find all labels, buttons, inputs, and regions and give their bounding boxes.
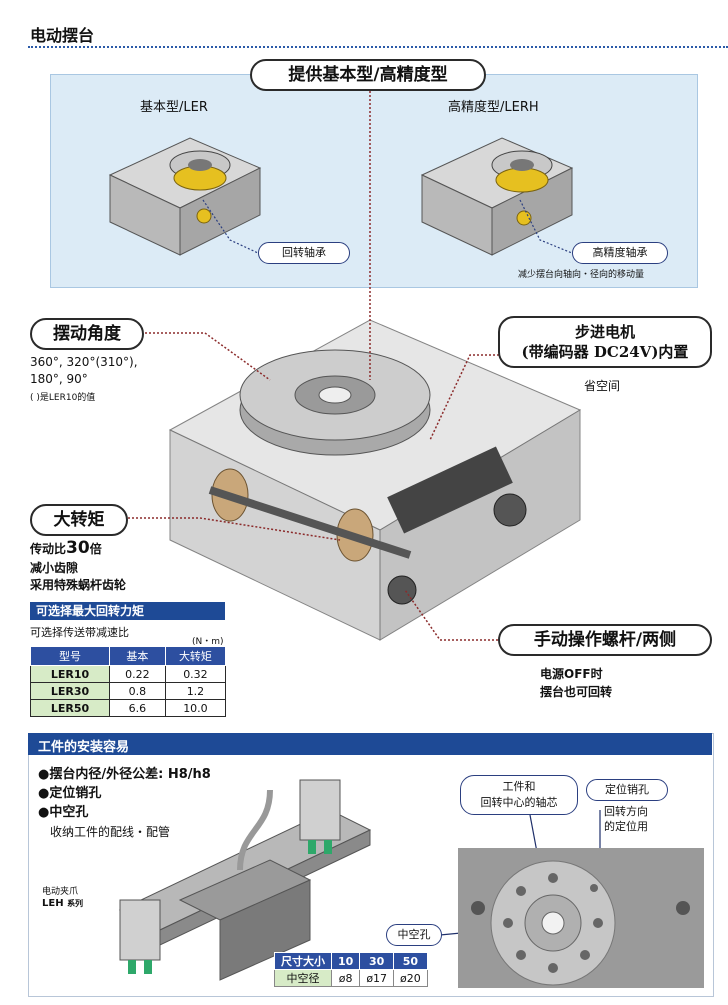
model-cell: LER10 [30, 665, 110, 683]
gripper-series-name: LEH [42, 898, 64, 909]
stepper-motor-pill: 步进电机 (带编码器 DC24V)内置 [498, 316, 712, 368]
motor-title-line1: 步进电机 [574, 323, 635, 341]
gripper-series: LEH 系列 [42, 898, 83, 909]
torque-ratio-value: 30 [66, 538, 90, 558]
torque-line3: 采用特殊蜗杆齿轮 [30, 578, 127, 592]
table-photo [458, 848, 704, 988]
hollow-hole-callout: 中空孔 [386, 924, 442, 946]
precision-type-label: 高精度型/LERH [448, 100, 539, 115]
torque-pill: 大转矩 [30, 504, 128, 536]
torque-table: 型号 基本 大转矩 LER10 0.22 0.32 LER30 0.8 1.2 … [30, 646, 227, 717]
gripper-assembly-image [118, 779, 372, 981]
size-10-header: 10 [330, 952, 361, 970]
table-row: LER50 6.6 10.0 [30, 699, 227, 717]
basic-type-image [108, 137, 262, 256]
precision-bearing-note: 减少摆台向轴向・径向的移动量 [518, 270, 645, 280]
table-row: LER10 0.22 0.32 [30, 665, 227, 683]
torque-table-bar: 可选择最大回转力矩 [30, 602, 225, 620]
install-bullet-2: ●定位销孔 [38, 786, 102, 801]
table-row: LER30 0.8 1.2 [30, 682, 227, 700]
variant-title-pill: 提供基本型/高精度型 [250, 59, 486, 91]
torque-col-high: 大转矩 [164, 646, 227, 666]
high-cell: 1.2 [164, 682, 227, 700]
torque-ratio: 传动比30倍 [30, 540, 102, 557]
precision-bearing-callout: 高精度轴承 [572, 242, 668, 264]
install-bullet-3: ●中空孔 [38, 805, 89, 820]
install-section-bar [28, 733, 712, 755]
size-header: 尺寸大小 [274, 952, 332, 970]
basic-cell: 0.22 [108, 665, 166, 683]
motor-desc: 省空间 [584, 379, 621, 393]
swing-angle-note: ( )是LER10的值 [30, 393, 96, 403]
pin-hole-callout: 定位销孔 [586, 779, 668, 801]
torque-col-model: 型号 [30, 646, 110, 666]
hollow-dia-30: ø17 [359, 969, 395, 987]
hollow-dia-10: ø8 [330, 969, 361, 987]
model-cell: LER30 [30, 682, 110, 700]
torque-table-subtitle: 可选择传送带减速比 [30, 626, 129, 639]
hollow-dia-label: 中空径 [274, 969, 332, 987]
manual-screw-pill: 手动操作螺杆/两侧 [498, 624, 712, 656]
install-bullet-3-sub: 收纳工件的配线・配管 [50, 825, 171, 839]
motor-title-line2: (带编码器 DC24V)内置 [521, 343, 689, 361]
install-bullet-1: ●摆台内径/外径公差: H8/h8 [38, 767, 211, 782]
torque-col-basic: 基本 [108, 646, 166, 666]
rotary-bearing-callout: 回转轴承 [258, 242, 350, 264]
torque-table-unit: (N・m) [192, 637, 224, 647]
hollow-size-table: 尺寸大小 10 30 50 中空径 ø8 ø17 ø20 [274, 952, 428, 987]
table-row: 中空径 ø8 ø17 ø20 [274, 969, 428, 987]
basic-cell: 6.6 [108, 699, 166, 717]
install-section-title: 工件的安装容易 [38, 740, 130, 755]
pin-hole-desc-2: 的定位用 [604, 820, 648, 833]
hollow-dia-50: ø20 [393, 969, 428, 987]
precision-type-image [420, 137, 574, 256]
torque-ratio-suffix: 倍 [89, 542, 102, 556]
pin-hole-desc-1: 回转方向 [604, 805, 648, 818]
size-50-header: 50 [393, 952, 428, 970]
swing-angle-values-1: 360°, 320°(310°), [30, 355, 138, 369]
torque-ratio-prefix: 传动比 [30, 542, 67, 556]
model-cell: LER50 [30, 699, 110, 717]
swing-angle-pill: 摆动角度 [30, 318, 144, 350]
torque-line2: 减小齿隙 [30, 561, 79, 575]
high-cell: 10.0 [164, 699, 227, 717]
basic-cell: 0.8 [108, 682, 166, 700]
swing-angle-values-2: 180°, 90° [30, 372, 88, 386]
rotary-table-image [168, 319, 582, 641]
basic-type-label: 基本型/LER [140, 100, 208, 115]
axis-callout: 工件和 回转中心的轴芯 [460, 775, 578, 815]
manual-line2: 摆台也可回转 [540, 685, 613, 699]
axis-callout-line1: 工件和 [502, 780, 536, 793]
high-cell: 0.32 [164, 665, 227, 683]
manual-line1: 电源OFF时 [540, 667, 603, 681]
gripper-label: 电动夹爪 [42, 887, 79, 897]
size-30-header: 30 [359, 952, 395, 970]
gripper-series-suffix: 系列 [67, 899, 84, 908]
axis-callout-line2: 回转中心的轴芯 [480, 796, 558, 809]
page-title: 电动摆台 [30, 26, 95, 45]
header-divider [28, 46, 728, 48]
